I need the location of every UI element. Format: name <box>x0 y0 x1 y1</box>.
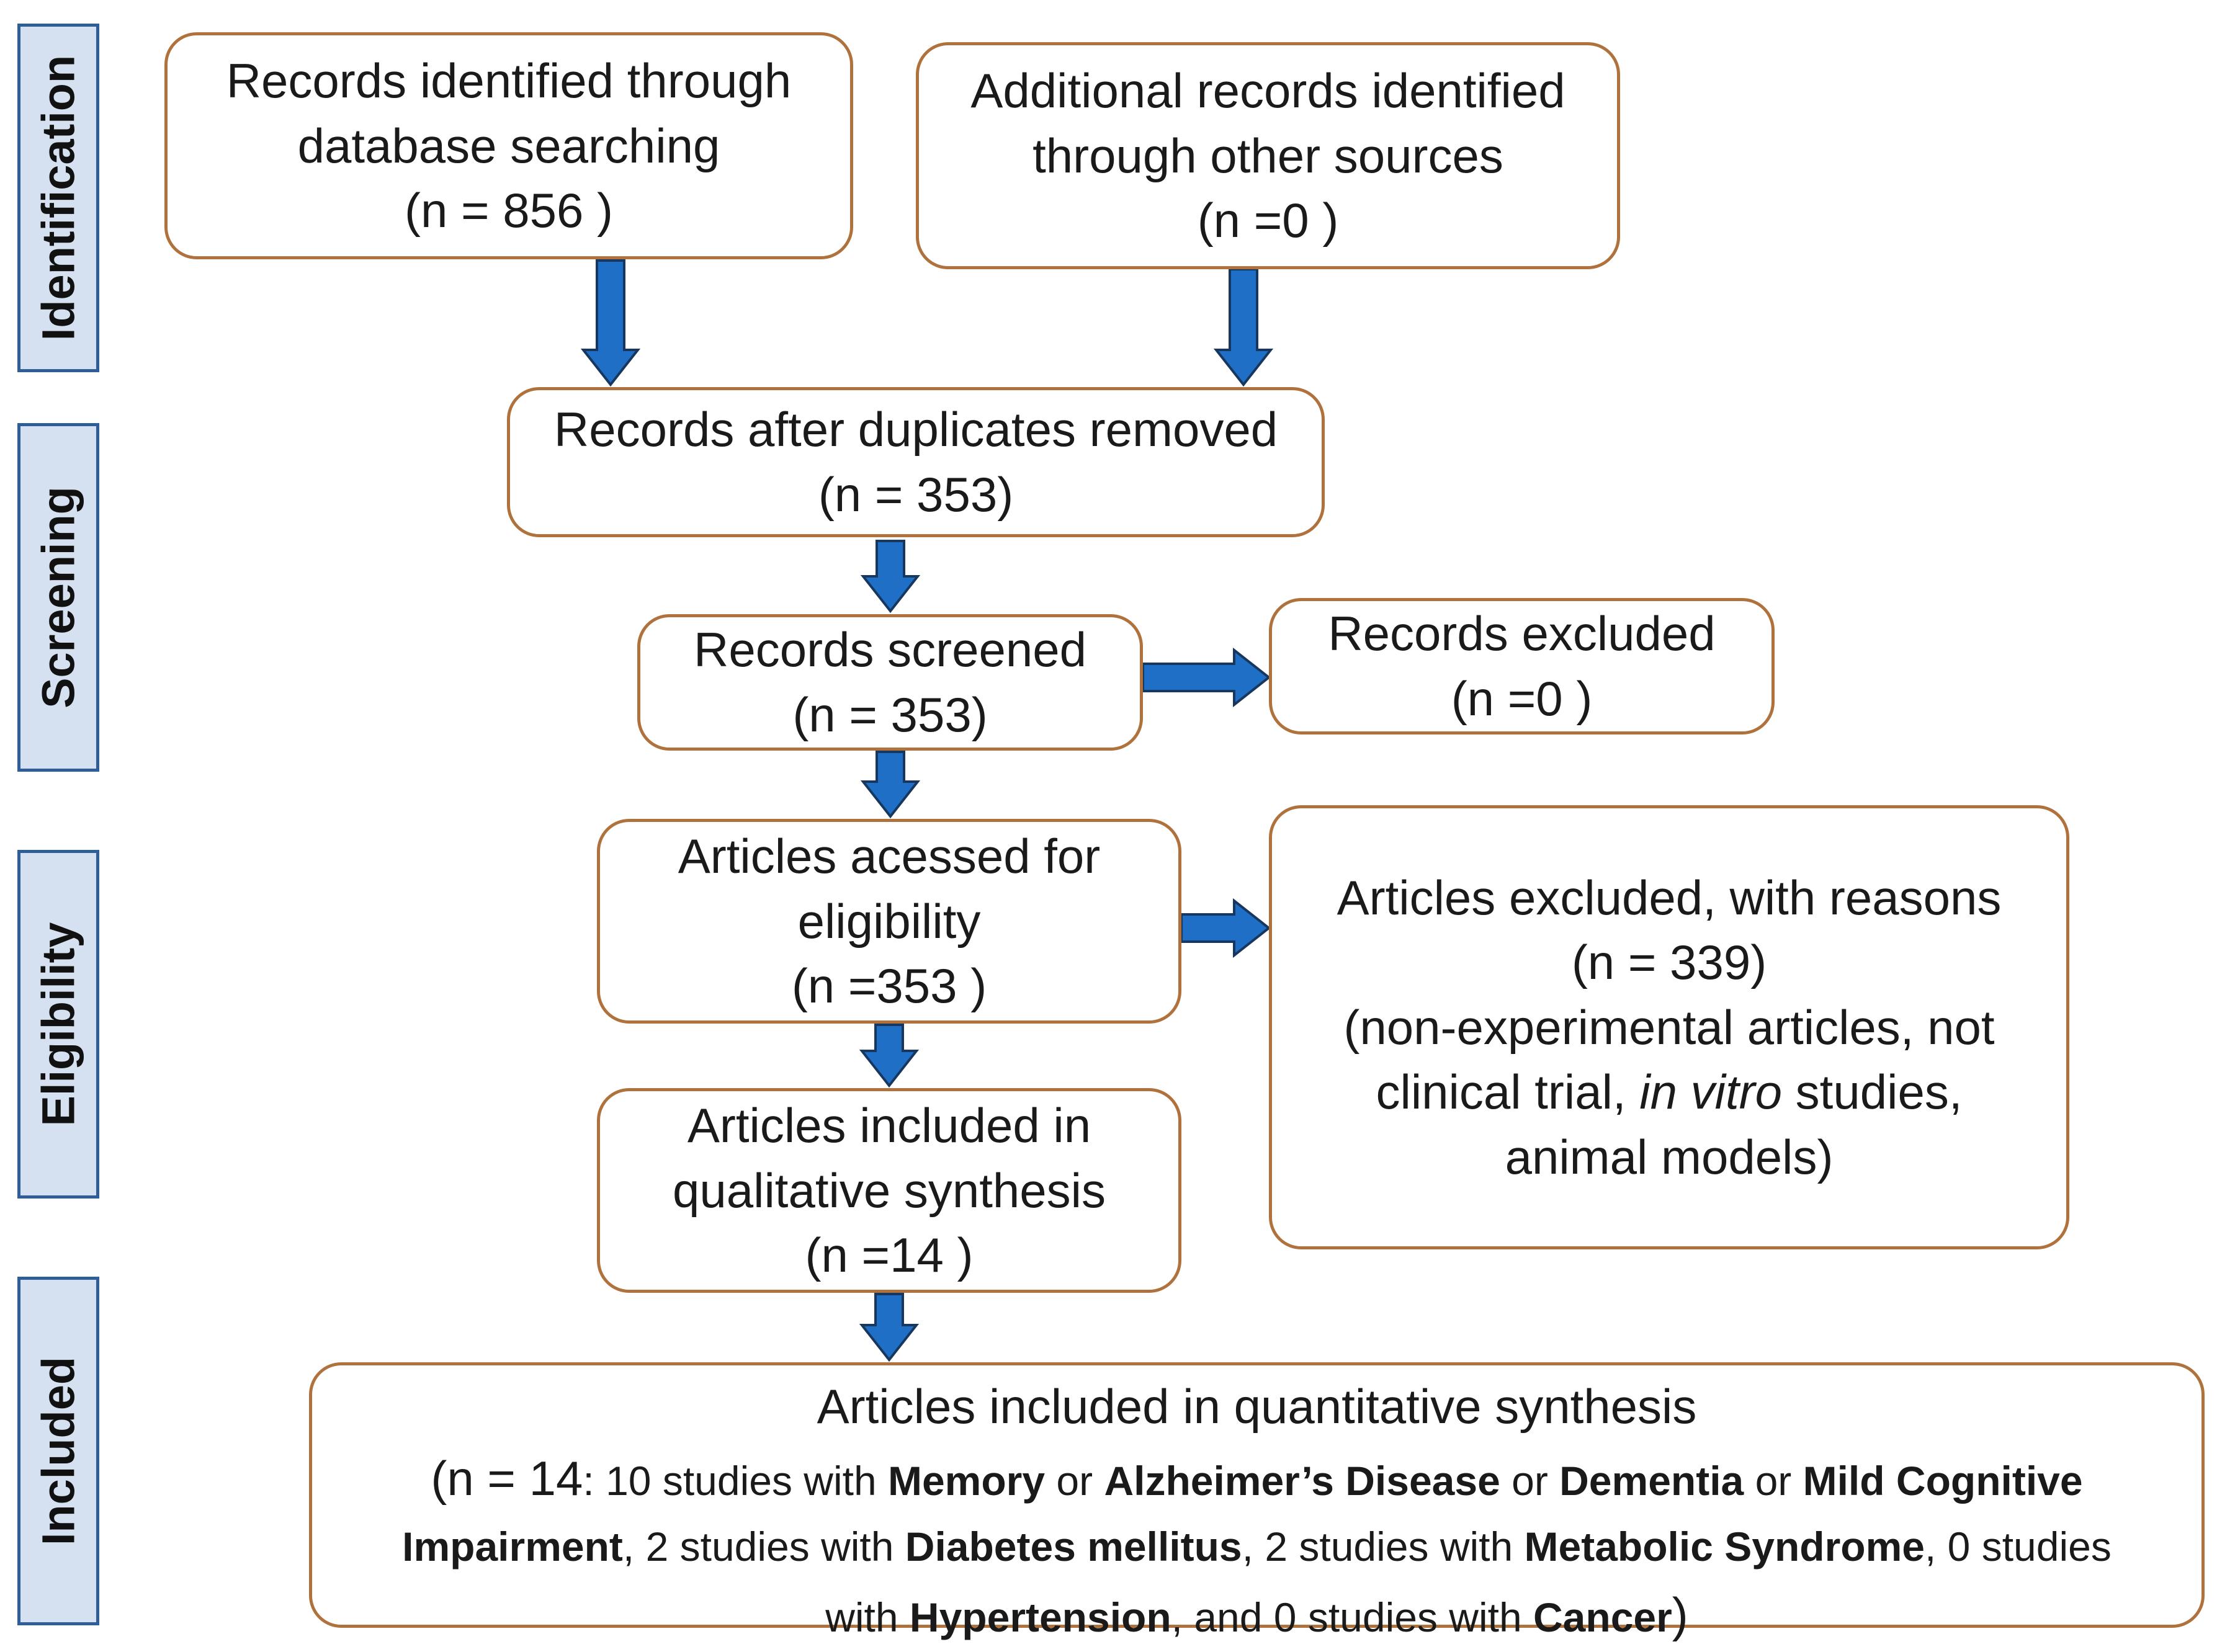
reason2-italic: in vitro <box>1639 1065 1783 1120</box>
stage-eligibility: Eligibility <box>17 850 99 1199</box>
arrow-qualitative-to-quantitative <box>859 1293 920 1362</box>
arrow-screened-to-excluded <box>1142 647 1271 708</box>
condition-mci-part1: Mild Cognitive <box>1803 1457 2083 1504</box>
qualitative-synthesis-line2: qualitative synthesis <box>672 1163 1106 1218</box>
articles-excluded-box: Articles excluded, with reasons (n = 339… <box>1269 805 2069 1249</box>
arrow-screened-to-eligibility <box>860 751 921 819</box>
condition-memory: Memory <box>888 1457 1046 1504</box>
database-search-box: Records identified through database sear… <box>164 32 853 259</box>
arrow-eligibility-to-excluded <box>1180 898 1271 958</box>
arrow-othersources-to-dedup <box>1213 268 1274 387</box>
details-text-6: , and 0 studies with <box>1171 1594 1534 1640</box>
details-text-1: : 10 studies with <box>583 1457 888 1504</box>
condition-metabolic-syndrome: Metabolic Syndrome <box>1524 1523 1925 1569</box>
quantitative-details-line2: Impairment, 2 studies with Diabetes mell… <box>402 1516 2112 1578</box>
records-screened-count: (n = 353) <box>792 687 988 742</box>
condition-hypertension: Hypertension <box>909 1594 1171 1640</box>
duplicates-removed-count: (n = 353) <box>818 467 1014 522</box>
articles-excluded-line1: Articles excluded, with reasons <box>1337 870 2002 925</box>
eligibility-assessed-line1: Articles acessed for <box>678 829 1101 884</box>
records-screened-line1: Records screened <box>694 622 1086 677</box>
reason2-suffix: studies, <box>1782 1065 1963 1120</box>
details-or-1: or <box>1045 1457 1104 1504</box>
other-sources-box: Additional records identified through ot… <box>916 42 1620 269</box>
quantitative-synthesis-details: (n = 14: 10 studies with Memory or Alzhe… <box>377 1439 2136 1652</box>
stage-included: Included <box>17 1277 99 1625</box>
articles-excluded-reason2: clinical trial, in vitro studies, <box>1376 1060 1963 1125</box>
qualitative-synthesis-line1: Articles included in <box>687 1098 1091 1153</box>
database-search-count: (n = 856 ) <box>404 183 614 238</box>
duplicates-removed-line1: Records after duplicates removed <box>553 402 1278 457</box>
quantitative-synthesis-box: Articles included in quantitative synthe… <box>309 1362 2205 1642</box>
details-text-5: with <box>825 1594 910 1640</box>
arrow-database-to-dedup <box>580 259 641 387</box>
arrow-dedup-to-screened <box>860 540 921 614</box>
other-sources-line2: through other sources <box>1032 128 1503 183</box>
details-or-3: or <box>1744 1457 1803 1504</box>
reason2-prefix: clinical trial, <box>1376 1065 1640 1120</box>
records-excluded-box: Records excluded (n =0 ) <box>1269 598 1775 734</box>
quantitative-count: (n = 14 <box>431 1450 583 1506</box>
other-sources-line1: Additional records identified <box>970 63 1565 118</box>
details-text-3: , 2 studies with <box>1242 1523 1525 1569</box>
records-screened-box: Records screened (n = 353) <box>637 614 1143 751</box>
condition-diabetes: Diabetes mellitus <box>905 1523 1242 1569</box>
articles-excluded-reason3: animal models) <box>1505 1129 1834 1184</box>
stage-identification: Identification <box>17 24 99 372</box>
database-search-line2: database searching <box>297 118 720 173</box>
eligibility-assessed-count: (n =353 ) <box>791 958 987 1014</box>
eligibility-assessed-box: Articles acessed for eligibility (n =353… <box>597 819 1181 1024</box>
quantitative-details-line1: (n = 14: 10 studies with Memory or Alzhe… <box>402 1442 2112 1516</box>
details-text-4: , 0 studies <box>1925 1523 2112 1569</box>
articles-excluded-count: (n = 339) <box>1571 935 1767 990</box>
details-text-2: , 2 studies with <box>622 1523 905 1569</box>
arrow-eligibility-to-qualitative <box>859 1024 920 1088</box>
details-or-2: or <box>1500 1457 1560 1504</box>
eligibility-assessed-line2: eligibility <box>797 893 981 949</box>
quantitative-details-line3: with Hypertension, and 0 studies with Ca… <box>402 1578 2112 1652</box>
articles-excluded-reason1: (non-experimental articles, not <box>1343 999 1995 1055</box>
qualitative-synthesis-count: (n =14 ) <box>805 1228 974 1283</box>
records-excluded-line1: Records excluded <box>1328 606 1716 661</box>
other-sources-count: (n =0 ) <box>1197 193 1339 248</box>
condition-alzheimers: Alzheimer’s Disease <box>1104 1457 1500 1504</box>
records-excluded-count: (n =0 ) <box>1451 671 1593 726</box>
stage-screening: Screening <box>17 423 99 772</box>
condition-mci-part2: Impairment <box>402 1523 623 1569</box>
condition-dementia: Dementia <box>1559 1457 1744 1504</box>
database-search-line1: Records identified through <box>226 53 792 109</box>
duplicates-removed-box: Records after duplicates removed (n = 35… <box>507 387 1325 537</box>
details-close-paren: ) <box>1672 1587 1688 1642</box>
qualitative-synthesis-box: Articles included in qualitative synthes… <box>597 1088 1181 1293</box>
condition-cancer: Cancer <box>1533 1594 1672 1640</box>
quantitative-synthesis-title: Articles included in quantitative synthe… <box>817 1379 1697 1434</box>
